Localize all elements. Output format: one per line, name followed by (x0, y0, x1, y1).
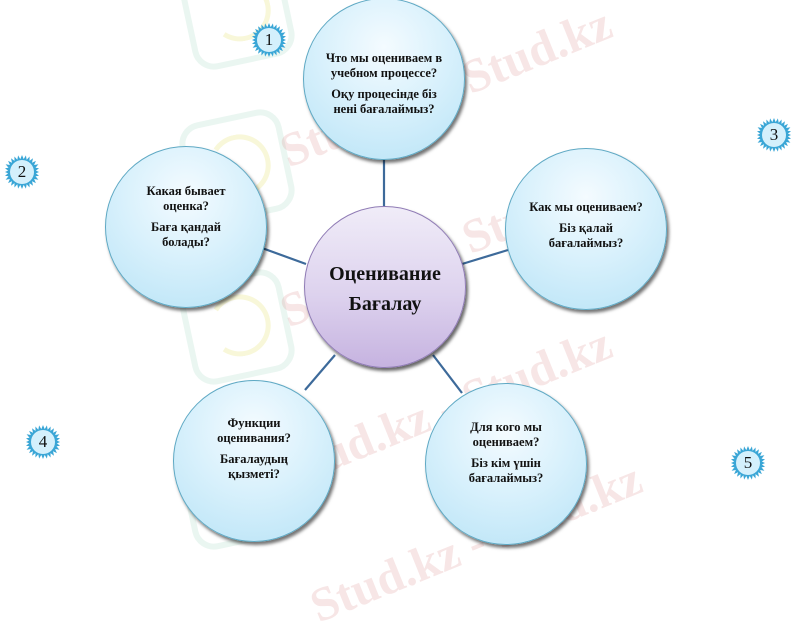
connector-bottom-left (304, 354, 336, 391)
connector-right (461, 248, 509, 266)
starburst-icon (5, 155, 39, 189)
connector-bottom-right (432, 354, 463, 394)
number-badge-4: 4 (26, 425, 60, 459)
node-text-kz: Біз кім үшін бағалаймыз? (468, 456, 544, 485)
node-text-kz: Біз қалай бағалаймыз? (548, 220, 624, 250)
node-text-kz: Баға қандай болады? (151, 220, 221, 249)
starburst-icon (731, 446, 765, 480)
center-title-kz: Бағалау (348, 293, 422, 315)
node-text-ru: Что мы оцениваем в учебном процессе? (325, 51, 443, 80)
starburst-icon (252, 23, 286, 57)
node-type-of-assessment: Какая бывает оценка? Баға қандай болады? (105, 146, 267, 308)
connector-left (261, 246, 307, 266)
starburst-icon (26, 425, 60, 459)
center-title-ru: Оценивание (329, 263, 441, 285)
node-text-ru: Для кого мы оцениваем? (470, 420, 542, 449)
node-for-whom-we-assess: Для кого мы оцениваем? Біз кім үшін баға… (425, 383, 587, 545)
node-text-kz: Бағалаудың қызметі? (220, 452, 288, 481)
node-text-ru: Как мы оцениваем? (529, 199, 643, 214)
number-badge-2: 2 (5, 155, 39, 189)
badge-number: 1 (264, 30, 274, 49)
number-badge-1: 1 (252, 23, 286, 57)
node-text-ru: Какая бывает оценка? (146, 184, 226, 213)
badge-number: 5 (743, 453, 753, 472)
node-what-we-assess: Что мы оцениваем в учебном процессе? Оқу… (303, 0, 465, 160)
node-how-we-assess: Как мы оцениваем? Біз қалай бағалаймыз? (505, 148, 667, 310)
node-text-kz: Оқу процесінде біз нені бағалаймыз? (331, 87, 437, 116)
diagram-canvas: Stud.kz - Stud.kz Stud.kz - Stud.kz Stud… (0, 0, 800, 541)
connector-lines (261, 160, 509, 394)
starburst-icon (757, 118, 791, 152)
number-badge-3: 3 (757, 118, 791, 152)
center-node-assessment: Оценивание Бағалау (304, 206, 466, 368)
number-badge-5: 5 (731, 446, 765, 480)
badge-number: 3 (769, 125, 779, 144)
node-assessment-functions: Функции оценивания? Бағалаудың қызметі? (173, 380, 335, 542)
node-text-ru: Функции оценивания? (217, 416, 291, 445)
badge-number: 4 (38, 432, 48, 451)
badge-number: 2 (17, 162, 27, 181)
